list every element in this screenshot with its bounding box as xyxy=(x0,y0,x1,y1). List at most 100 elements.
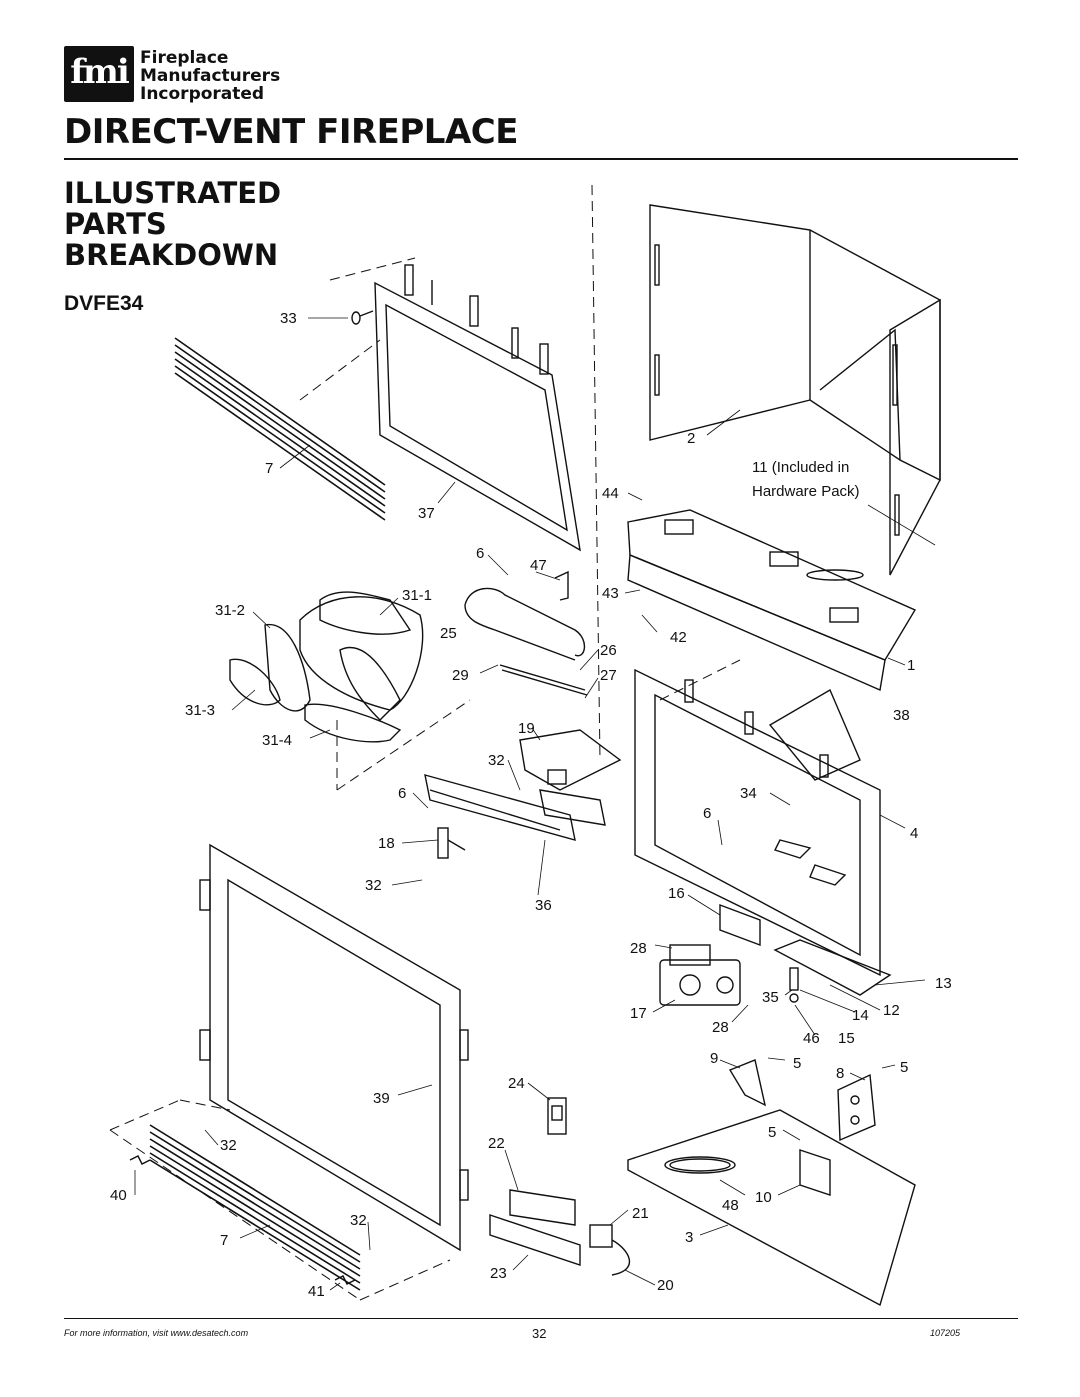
callout-14: 14 xyxy=(852,1007,869,1024)
callout-34: 34 xyxy=(740,785,757,802)
callout-16: 16 xyxy=(668,885,685,902)
callout-19: 19 xyxy=(518,720,535,737)
log-set-31 xyxy=(229,591,424,743)
callout-31-4: 31-4 xyxy=(262,732,292,749)
callout-3: 3 xyxy=(685,1229,693,1246)
page-title: DIRECT-VENT FIREPLACE xyxy=(64,112,518,152)
callout-12: 12 xyxy=(883,1002,900,1019)
callout-36: 36 xyxy=(535,897,552,914)
header-rule xyxy=(64,158,1018,160)
footer-rule xyxy=(64,1318,1018,1319)
callout-28-b: 28 xyxy=(712,1019,729,1036)
page-number: 32 xyxy=(532,1326,547,1341)
callout-7-bottom: 7 xyxy=(220,1232,228,1249)
document-number: 107205 xyxy=(930,1328,961,1338)
bracket-47 xyxy=(554,570,569,601)
callout-32-b: 32 xyxy=(365,877,382,894)
callout-31-2: 31-2 xyxy=(215,602,245,619)
louver-7-bottom xyxy=(149,1124,361,1291)
spring-14 xyxy=(789,967,799,1003)
bracket-9 xyxy=(728,1059,767,1107)
callout-22: 22 xyxy=(488,1135,505,1152)
callout-8: 8 xyxy=(836,1065,844,1082)
callout-41: 41 xyxy=(308,1283,325,1300)
callout-47: 47 xyxy=(530,557,547,574)
callout-7-top: 7 xyxy=(265,460,273,477)
callout-32-d: 32 xyxy=(350,1212,367,1229)
junction-box-22 xyxy=(489,1189,631,1276)
callout-6-c: 6 xyxy=(703,805,711,822)
callout-27: 27 xyxy=(600,667,617,684)
callout-35: 35 xyxy=(762,989,779,1006)
callout-24: 24 xyxy=(508,1075,525,1092)
section-title-line-3: BREAKDOWN xyxy=(64,238,279,272)
callout-48: 48 xyxy=(722,1197,739,1214)
callout-37: 37 xyxy=(418,505,435,522)
bracket-16 xyxy=(719,903,761,947)
callout-5-b: 5 xyxy=(900,1059,908,1076)
callout-23: 23 xyxy=(490,1265,507,1282)
footer-website: For more information, visit www.desatech… xyxy=(64,1328,249,1338)
pilot-18 xyxy=(437,827,466,859)
switch-24 xyxy=(547,1097,567,1135)
assembly-guide-lines xyxy=(109,184,741,1301)
screw-33 xyxy=(351,310,374,325)
door-frame-39 xyxy=(199,843,469,1252)
clip-40 xyxy=(129,1155,151,1165)
callout-9: 9 xyxy=(710,1050,718,1067)
callout-26: 26 xyxy=(600,642,617,659)
callout-11-line-2: Hardware Pack) xyxy=(752,483,860,500)
callout-40: 40 xyxy=(110,1187,127,1204)
callout-10: 10 xyxy=(755,1189,772,1206)
callout-15: 15 xyxy=(838,1030,855,1047)
logo-line-1: Fireplace xyxy=(140,48,229,68)
plate-13 xyxy=(773,939,892,996)
firebox-4 xyxy=(634,668,881,977)
callout-39: 39 xyxy=(373,1090,390,1107)
callout-5-a: 5 xyxy=(793,1055,801,1072)
callout-17: 17 xyxy=(630,1005,647,1022)
callout-44: 44 xyxy=(602,485,619,502)
callout-33: 33 xyxy=(280,310,297,327)
callout-21: 21 xyxy=(632,1205,649,1222)
logo-letters: fmi xyxy=(70,52,130,92)
callout-20: 20 xyxy=(657,1277,674,1294)
liner-panels-2 xyxy=(649,204,941,576)
louver-7-top xyxy=(174,337,386,521)
logo-line-3: Incorporated xyxy=(140,84,265,104)
burner-tube-25 xyxy=(464,587,588,696)
callout-4: 4 xyxy=(910,825,918,842)
section-title-line-2: PARTS xyxy=(64,207,167,241)
section-title-line-1: ILLUSTRATED xyxy=(64,176,282,210)
leader-lines xyxy=(134,317,936,1291)
burner-assembly-19 xyxy=(424,729,622,841)
callout-31-3: 31-3 xyxy=(185,702,215,719)
callout-43: 43 xyxy=(602,585,619,602)
callout-2: 2 xyxy=(687,430,695,447)
callout-13: 13 xyxy=(935,975,952,992)
callout-46: 46 xyxy=(803,1030,820,1047)
callout-28-a: 28 xyxy=(630,940,647,957)
callout-42: 42 xyxy=(670,629,687,646)
clip-41 xyxy=(334,1275,356,1285)
callout-5-c: 5 xyxy=(768,1124,776,1141)
baffle-1 xyxy=(627,509,917,692)
gas-valve-17 xyxy=(659,944,741,1006)
logo-line-2: Manufacturers xyxy=(140,66,281,86)
model-number: DVFE34 xyxy=(64,292,144,315)
callout-6-a: 6 xyxy=(476,545,484,562)
callout-6-b: 6 xyxy=(398,785,406,802)
callout-29: 29 xyxy=(452,667,469,684)
section-title: ILLUSTRATED PARTS BREAKDOWN xyxy=(64,178,281,271)
callout-31-1: 31-1 xyxy=(402,587,432,604)
callout-25: 25 xyxy=(440,625,457,642)
callout-18: 18 xyxy=(378,835,395,852)
fmi-logo: fmi xyxy=(64,46,134,102)
callout-32-a: 32 xyxy=(488,752,505,769)
glass-frame-37 xyxy=(374,264,581,552)
callout-1: 1 xyxy=(907,657,915,674)
callout-38: 38 xyxy=(893,707,910,724)
bottom-panel-3 xyxy=(627,1109,916,1307)
callout-11-line-1: 11 (Included in xyxy=(752,459,849,476)
